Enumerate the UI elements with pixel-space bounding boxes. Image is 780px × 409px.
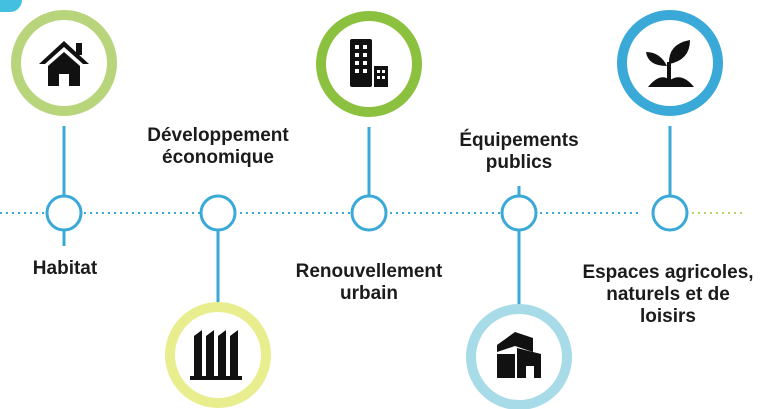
timeline-node [500,194,538,232]
house-icon [39,41,89,86]
timeline-node [199,194,237,232]
public-building-icon [497,332,541,378]
timeline-node [45,194,83,232]
sprout-icon [646,40,694,87]
corner-decoration [0,0,22,12]
factory-icon [190,330,242,380]
label-habitat: Habitat [32,258,98,279]
label-equipements: Équipements publics [459,130,579,173]
timeline-node [651,194,689,232]
label-espaces: Espaces agricoles, naturels et de loisir… [582,262,754,327]
buildings-icon [350,39,388,87]
label-renouvellement: Renouvellement urbain [295,261,443,304]
timeline-node [350,194,388,232]
label-developpement: Développement économique [147,125,289,168]
